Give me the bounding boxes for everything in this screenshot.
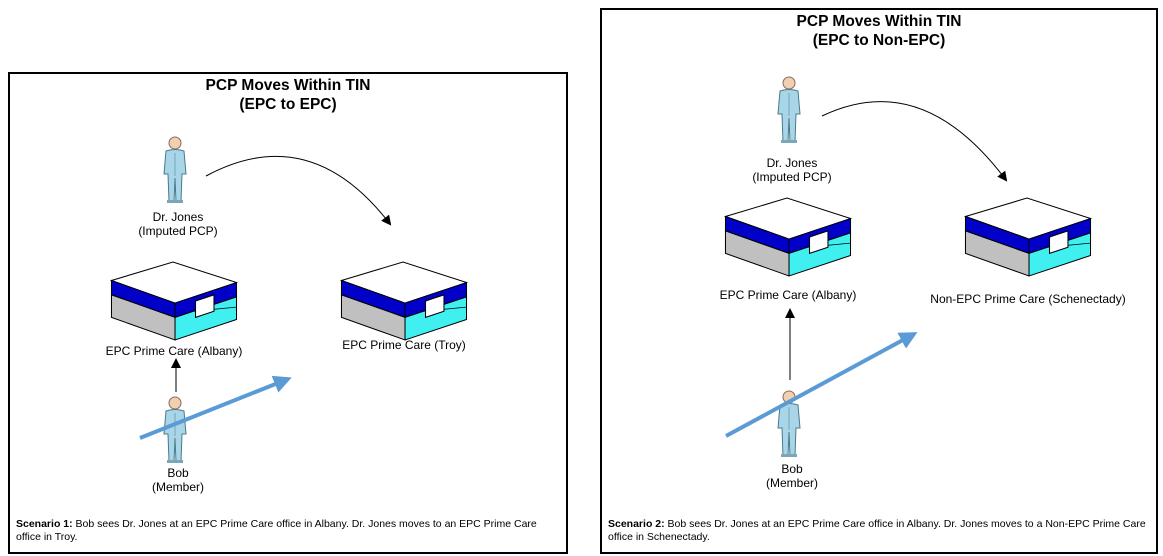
scenario-1-caption-text: Bob sees Dr. Jones at an EPC Prime Care … [16,518,537,543]
highlight-arrow [725,332,918,438]
doctor-role: (Imputed PCP) [752,170,832,184]
doctor-person-icon [163,136,187,204]
doctor-label: Dr. Jones (Imputed PCP) [752,156,831,184]
scenario-2-caption-bold: Scenario 2: [608,518,665,530]
office-from-label: EPC Prime Care (Albany) [105,344,243,358]
office-from-building-icon [110,261,238,341]
scenario-2-caption: Scenario 2: Bob sees Dr. Jones at an EPC… [608,518,1154,543]
member-name: Bob [781,462,803,476]
scenario-2-diagram [724,76,1092,458]
scenario-1-diagram [110,136,468,464]
office-from-label: EPC Prime Care (Albany) [719,288,857,302]
scenario-1-caption-bold: Scenario 1: [16,518,73,530]
member-label: Bob (Member) [762,462,822,490]
doctor-name: Dr. Jones [152,210,204,224]
scenario-2-title-line1: PCP Moves Within TIN [796,13,962,30]
member-role: (Member) [151,480,204,494]
member-person-icon [163,396,187,464]
member-role: (Member) [765,476,818,490]
scenario-1-caption: Scenario 1: Bob sees Dr. Jones at an EPC… [16,518,556,543]
scenario-1-title-line2: (EPC to EPC) [239,96,337,113]
doctor-name: Dr. Jones [766,156,818,170]
scenario-2-caption-text: Bob sees Dr. Jones at an EPC Prime Care … [608,518,1146,543]
office-to-label: EPC Prime Care (Troy) [342,338,466,352]
scenario-2-title-line2: (EPC to Non-EPC) [812,32,946,49]
move-arrow [205,156,392,226]
office-to-label: Non-EPC Prime Care (Schenectady) [930,292,1126,306]
highlight-arrow [139,375,292,440]
office-from-building-icon [724,197,852,277]
member-name: Bob [167,466,189,480]
scenario-2-title: PCP Moves Within TIN (EPC to Non-EPC) [602,12,1156,50]
scenario-1-title: PCP Moves Within TIN (EPC to EPC) [10,76,566,114]
member-label: Bob (Member) [148,466,208,494]
office-to-building-icon [964,197,1092,277]
doctor-label: Dr. Jones (Imputed PCP) [138,210,217,238]
scenario-1-panel: PCP Moves Within TIN (EPC to EPC) Dr. Jo… [8,72,568,554]
doctor-person-icon [777,76,801,144]
move-arrow [821,101,1008,182]
scenario-2-panel: PCP Moves Within TIN (EPC to Non-EPC) Dr… [600,8,1158,554]
office-to-building-icon [340,261,468,341]
doctor-role: (Imputed PCP) [138,224,218,238]
scenario-1-title-line1: PCP Moves Within TIN [205,77,371,94]
